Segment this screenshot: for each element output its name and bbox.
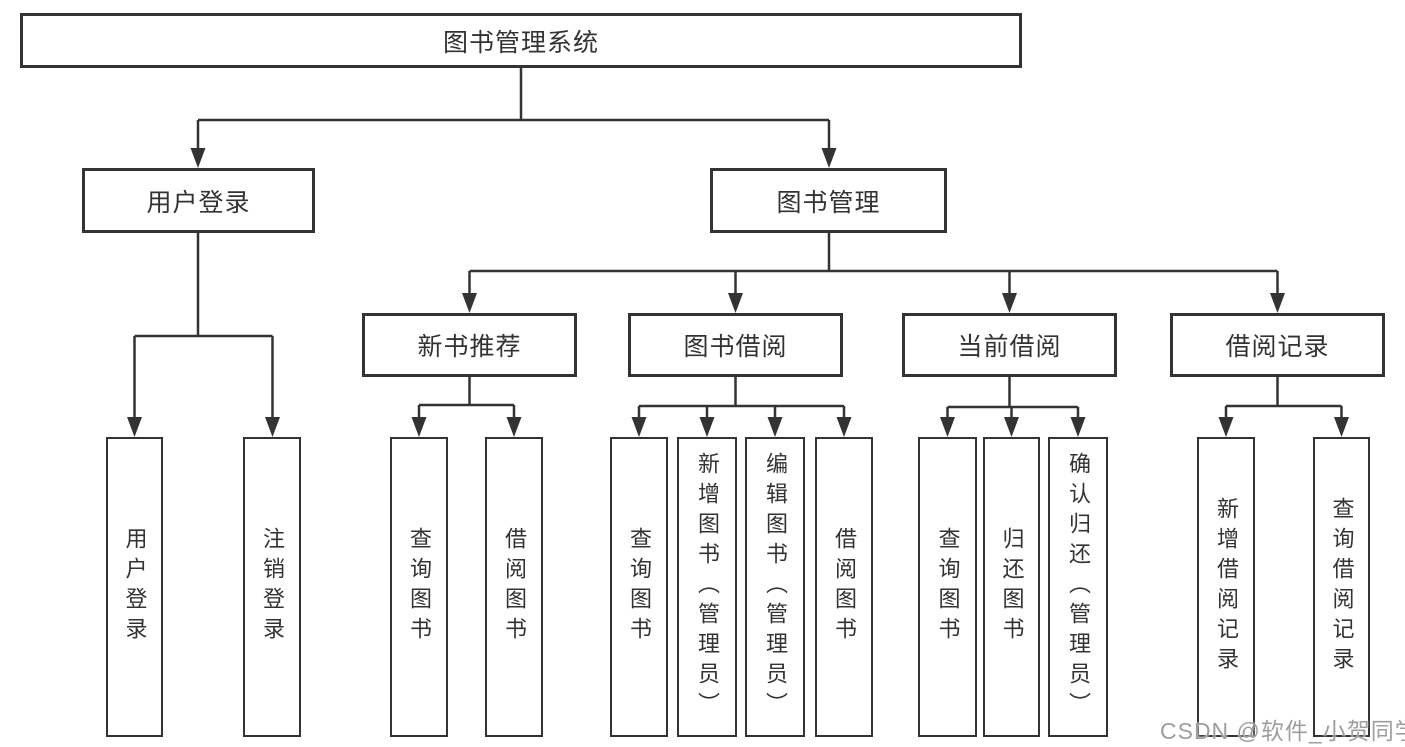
node-book-management: 图书管理 [710, 168, 947, 233]
arrowhead-icon [506, 417, 522, 437]
leaf-borrow-books: 借阅图书 [815, 437, 873, 737]
node-user-login: 用户登录 [82, 168, 315, 233]
leaf-query-books-borrow: 查询图书 [610, 437, 668, 737]
leaf-borrow-books-recommend: 借阅图书 [485, 437, 543, 737]
csdn-watermark: CSDN @软件_小贺同学 [1160, 718, 1405, 744]
leaf-query-borrow-record: 查询借阅记录 [1313, 437, 1370, 737]
leaf-query-books-current: 查询图书 [918, 437, 977, 737]
arrowhead-icon [127, 417, 142, 437]
arrowhead-icon [699, 417, 715, 437]
arrowhead-icon [1270, 293, 1285, 313]
arrowhead-icon [940, 417, 955, 437]
leaf-logout: 注销登录 [243, 437, 301, 737]
node-new-book-recommend: 新书推荐 [362, 313, 577, 377]
node-root: 图书管理系统 [20, 13, 1022, 68]
leaf-query-books-recommend: 查询图书 [390, 437, 448, 737]
arrowhead-icon [1002, 293, 1017, 313]
leaf-add-borrow-record: 新增借阅记录 [1197, 437, 1255, 737]
arrowhead-icon [728, 293, 743, 313]
arrowhead-icon [1218, 417, 1234, 437]
arrowhead-icon [836, 417, 852, 437]
arrowhead-icon [1070, 417, 1086, 437]
node-borrow-records: 借阅记录 [1170, 313, 1385, 377]
leaf-add-book-admin: 新增图书（管理员） [677, 437, 737, 737]
arrowhead-icon [411, 417, 427, 437]
connector-lines [133, 68, 1343, 420]
leaf-edit-book-admin: 编辑图书（管理员） [745, 437, 805, 737]
leaf-confirm-return-admin: 确认归还（管理员） [1048, 437, 1108, 737]
arrowhead-icon [265, 417, 280, 437]
leaf-user-login: 用户登录 [106, 437, 163, 737]
leaf-return-book: 归还图书 [983, 437, 1040, 737]
arrowhead-icon [631, 417, 647, 437]
arrowhead-icon [767, 417, 783, 437]
arrowhead-icon [462, 293, 477, 313]
arrowhead-icon [190, 148, 206, 168]
arrowhead-icon [821, 148, 837, 168]
node-current-borrow: 当前借阅 [902, 313, 1117, 377]
arrowhead-icon [1004, 417, 1019, 437]
node-book-borrow: 图书借阅 [628, 313, 843, 377]
arrowhead-icon [1334, 417, 1349, 437]
